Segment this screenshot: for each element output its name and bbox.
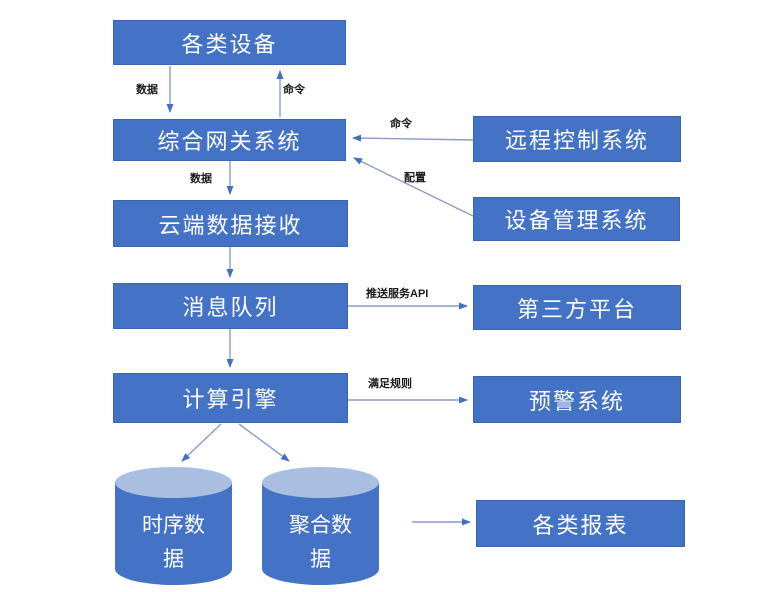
- edge-label-data-down: 数据: [136, 84, 158, 96]
- node-third-party: 第三方平台: [473, 285, 681, 330]
- node-gateway: 综合网关系统: [113, 119, 346, 161]
- cylinder-aggregate-db: 聚合数据: [262, 467, 379, 585]
- edge-engine-to-agg-db: [238, 423, 290, 462]
- node-compute-engine: 计算引擎: [113, 373, 348, 423]
- edge-engine-to-ts-db: [181, 423, 222, 462]
- cylinder-body: [115, 482, 232, 585]
- node-device-mgmt: 设备管理系统: [473, 197, 680, 241]
- edge-label-rule-met: 满足规则: [368, 378, 412, 390]
- edge-remote-to-gateway: [352, 134, 474, 142]
- edge-label-push-api: 推送服务API: [366, 288, 429, 300]
- cylinder-label-text: 时序数据: [142, 514, 205, 571]
- cylinder-label: 聚合数据: [262, 509, 379, 576]
- edge-label-data-mid: 数据: [190, 173, 212, 185]
- node-reports: 各类报表: [476, 500, 685, 547]
- node-devices: 各类设备: [113, 20, 346, 65]
- cylinder-timeseries-db: 时序数据: [115, 467, 232, 585]
- node-cloud-receiver: 云端数据接收: [113, 200, 348, 247]
- edge-label-config: 配置: [404, 172, 426, 184]
- edge-label-command-up: 命令: [283, 84, 305, 96]
- cylinder-top-ellipse: [262, 467, 379, 498]
- edge-label-command-right: 命令: [390, 118, 412, 130]
- cylinder-label-text: 聚合数据: [289, 514, 352, 571]
- node-alert-system: 预警系统: [473, 376, 681, 423]
- edge-devmgmt-to-gateway: [353, 157, 474, 217]
- cylinder-label: 时序数据: [115, 509, 232, 576]
- cylinder-top-ellipse: [115, 467, 232, 498]
- node-remote-control: 远程控制系统: [473, 116, 681, 162]
- cylinder-body: [262, 482, 379, 585]
- node-message-queue: 消息队列: [113, 283, 348, 329]
